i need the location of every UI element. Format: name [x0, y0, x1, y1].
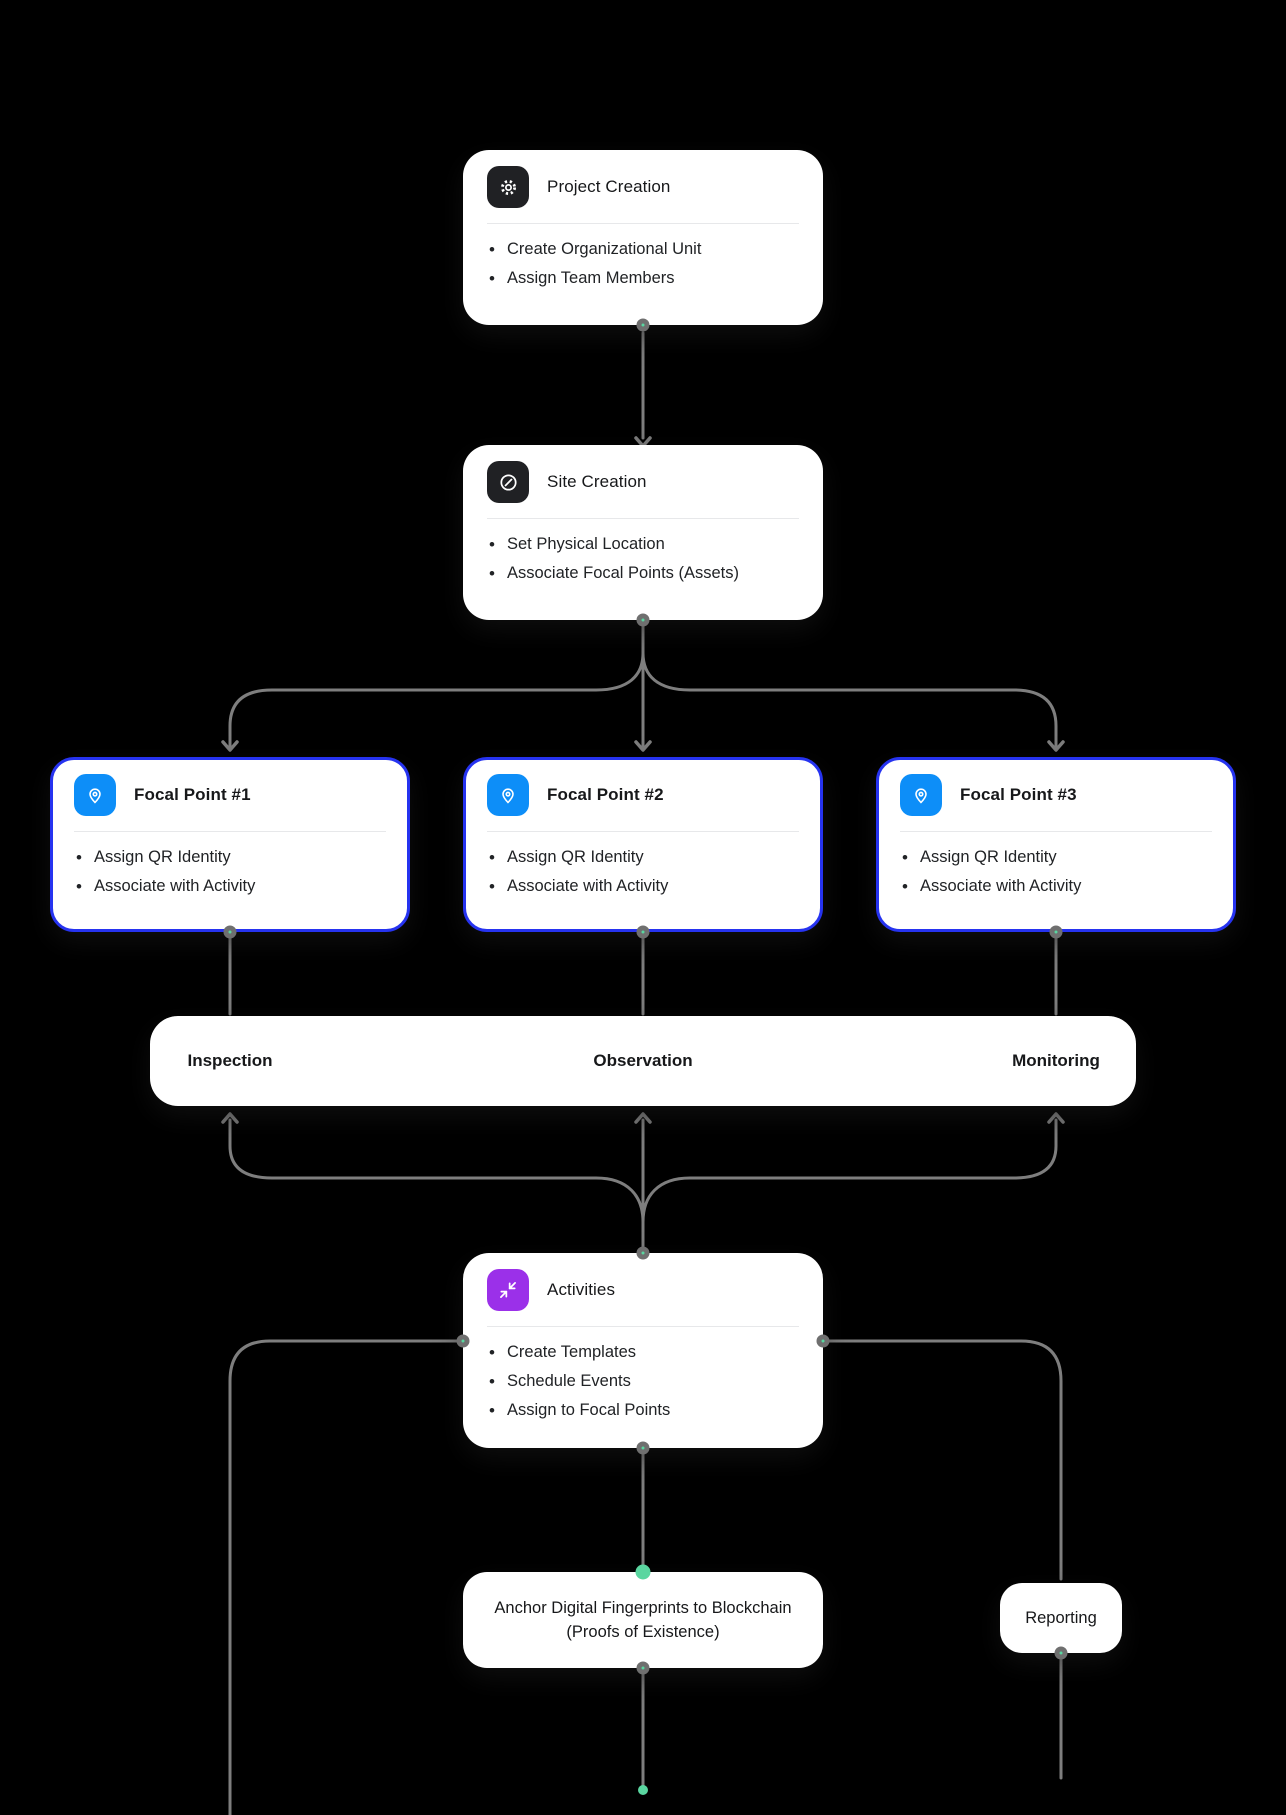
arrowhead-down	[221, 740, 239, 752]
wire-site-to-fp3	[641, 624, 1058, 748]
bar-label-observation: Observation	[593, 1051, 693, 1070]
bullet-item: Associate with Activity	[74, 874, 386, 899]
node-title: Focal Point #2	[547, 785, 664, 804]
wire-activities-to-monitoring	[641, 1118, 1058, 1249]
divider	[487, 518, 799, 519]
node-title: Focal Point #3	[960, 785, 1077, 804]
process-bar[interactable]: Inspection Observation Monitoring	[150, 1016, 1136, 1106]
project-creation-card[interactable]: Project Creation Create Organizational U…	[463, 150, 823, 325]
handle-fp3-bottom[interactable]	[1049, 925, 1063, 939]
anchor-blockchain-card[interactable]: Anchor Digital Fingerprints to Blockchai…	[463, 1572, 823, 1668]
handle-activities-left[interactable]	[456, 1334, 470, 1348]
handle-anchor-bottom[interactable]	[636, 1661, 650, 1675]
divider	[900, 831, 1212, 832]
activities-card[interactable]: Activities Create Templates Schedule Eve…	[463, 1253, 823, 1448]
arrowhead-up	[221, 1112, 239, 1124]
focal-point-1-card[interactable]: Focal Point #1 Assign QR Identity Associ…	[50, 757, 410, 932]
map-pin-icon	[900, 774, 942, 816]
focal-point-3-card[interactable]: Focal Point #3 Assign QR Identity Associ…	[876, 757, 1236, 932]
divider	[74, 831, 386, 832]
shrink-icon	[487, 1269, 529, 1311]
handle-anchor-top[interactable]	[635, 1564, 651, 1580]
gear-icon	[487, 166, 529, 208]
reporting-card[interactable]: Reporting	[1000, 1583, 1122, 1653]
anchor-blockchain-text: Anchor Digital Fingerprints to Blockchai…	[494, 1599, 792, 1641]
arrowhead-up	[1047, 1112, 1065, 1124]
divider	[487, 831, 799, 832]
handle-site-bottom[interactable]	[636, 613, 650, 627]
handle-line-end[interactable]	[638, 1785, 648, 1795]
bullet-item: Associate with Activity	[487, 874, 799, 899]
bullet-item: Assign Team Members	[487, 266, 799, 291]
bullet-item: Associate Focal Points (Assets)	[487, 561, 799, 586]
bullet-item: Create Templates	[487, 1340, 799, 1365]
node-title: Site Creation	[547, 472, 647, 491]
bullet-item: Assign QR Identity	[487, 845, 799, 870]
bullet-item: Associate with Activity	[900, 874, 1212, 899]
node-title: Project Creation	[547, 177, 671, 196]
bullet-item: Assign QR Identity	[900, 845, 1212, 870]
bullet-item: Create Organizational Unit	[487, 237, 799, 262]
handle-fp2-bottom[interactable]	[636, 925, 650, 939]
handle-activities-top[interactable]	[636, 1246, 650, 1260]
wire-activities-to-inspection	[228, 1118, 645, 1249]
bullet-item: Assign to Focal Points	[487, 1398, 799, 1423]
site-creation-card[interactable]: Site Creation Set Physical Location Asso…	[463, 445, 823, 620]
wire-site-to-fp1	[228, 624, 645, 748]
arrowhead-down	[1047, 740, 1065, 752]
focal-point-2-card[interactable]: Focal Point #2 Assign QR Identity Associ…	[463, 757, 823, 932]
wire-activities-to-reporting	[821, 1339, 1063, 1581]
bar-label-monitoring: Monitoring	[1012, 1051, 1100, 1070]
map-pin-icon	[74, 774, 116, 816]
bullet-item: Set Physical Location	[487, 532, 799, 557]
bullet-item: Schedule Events	[487, 1369, 799, 1394]
handle-activities-bottom[interactable]	[636, 1441, 650, 1455]
reporting-text: Reporting	[1025, 1609, 1097, 1627]
arrowhead-down	[634, 740, 652, 752]
node-title: Activities	[547, 1280, 616, 1299]
bar-label-inspection: Inspection	[187, 1051, 273, 1070]
divider	[487, 1326, 799, 1327]
handle-activities-right[interactable]	[816, 1334, 830, 1348]
handle-fp1-bottom[interactable]	[223, 925, 237, 939]
map-pin-icon	[487, 774, 529, 816]
bullet-item: Assign QR Identity	[74, 845, 386, 870]
divider	[487, 223, 799, 224]
compass-icon	[487, 461, 529, 503]
arrowhead-up	[634, 1112, 652, 1124]
wire-activities-left-drop	[228, 1339, 465, 1815]
handle-project-bottom[interactable]	[636, 318, 650, 332]
handle-reporting-bottom[interactable]	[1054, 1646, 1068, 1660]
node-title: Focal Point #1	[134, 785, 251, 804]
